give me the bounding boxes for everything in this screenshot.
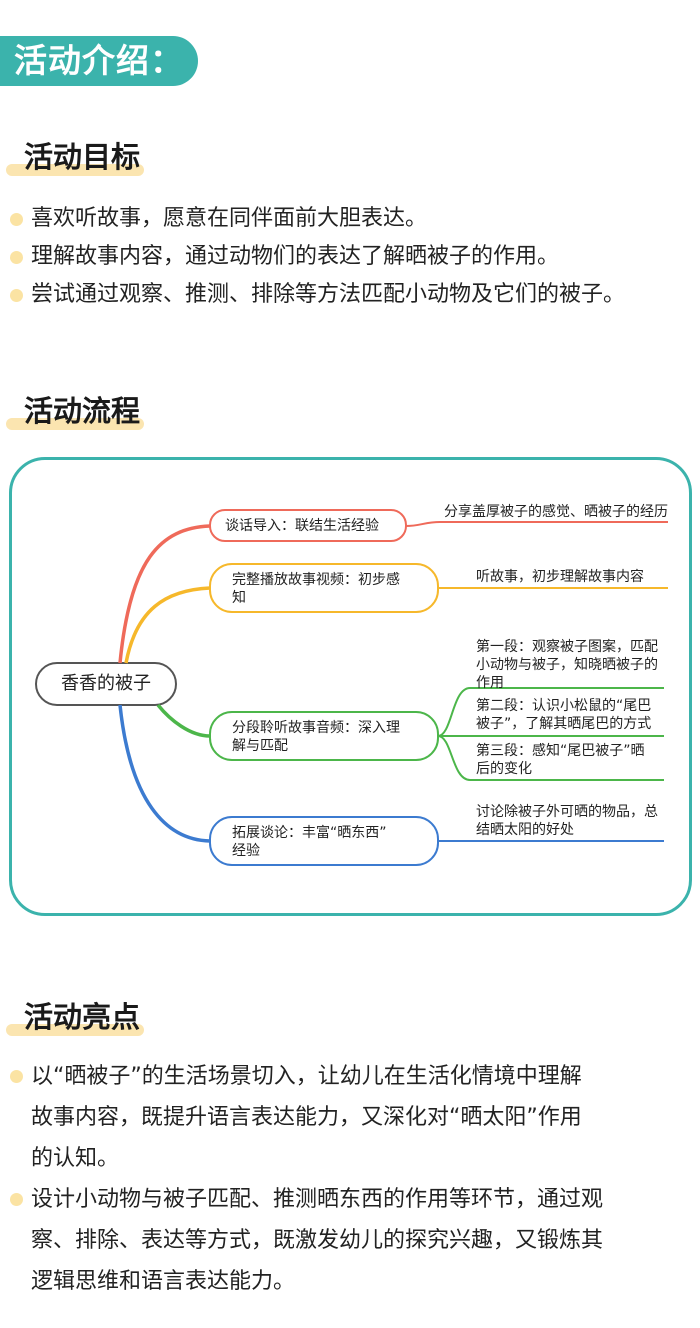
detail-line: 被子”，了解其晒尾巴的方式 bbox=[476, 716, 652, 732]
detail-line: 第二段：认识小松鼠的“尾巴 bbox=[476, 698, 652, 714]
detail-line: 后的变化 bbox=[476, 761, 532, 777]
bullet-dot-icon bbox=[10, 213, 23, 226]
detail-line: 小动物与被子，知晓晒被子的 bbox=[476, 657, 658, 673]
detail-label-4: 讨论除被子外可晒的物品，总 结晒太阳的好处 bbox=[476, 803, 658, 839]
detail-line: 分享盖厚被子的感觉、晒被子的经历 bbox=[444, 504, 668, 520]
flow-heading-text: 活动流程 bbox=[24, 394, 141, 428]
detail-line: 作用 bbox=[476, 675, 504, 691]
highlights-list: 以“晒被子”的生活场景切入，让幼儿在生活化情境中理解 故事内容，既提升语言表达能… bbox=[10, 1056, 696, 1302]
mindmap-frame bbox=[9, 457, 692, 916]
branch-line: 解与匹配 bbox=[232, 738, 288, 754]
highlights-heading-text: 活动亮点 bbox=[24, 1000, 141, 1034]
detail-line: 第三段：感知“尾巴被子”晒 bbox=[476, 743, 645, 759]
branch-label-3: 分段聆听故事音频：深入理 解与匹配 bbox=[232, 719, 400, 755]
goal-text: 喜欢听故事，愿意在同伴面前大胆表达。 bbox=[31, 206, 428, 231]
branch-connector-2 bbox=[124, 586, 211, 664]
flow-heading: 活动流程 bbox=[6, 388, 145, 430]
branch-label-4: 拓展谈论：丰富“晒东西” 经验 bbox=[232, 824, 387, 860]
detail-label-2: 听故事，初步理解故事内容 bbox=[476, 568, 644, 586]
goal-text: 尝试通过观察、推测、排除等方法匹配小动物及它们的被子。 bbox=[31, 282, 626, 307]
highlight-line: 的认知。 bbox=[31, 1146, 120, 1171]
bullet-dot-icon bbox=[10, 1193, 23, 1206]
highlight-line: 设计小动物与被子匹配、推测晒东西的作用等环节，通过观 bbox=[31, 1187, 604, 1212]
highlights-heading: 活动亮点 bbox=[6, 994, 145, 1036]
branch-connector-1 bbox=[118, 524, 211, 664]
goal-item: 理解故事内容，通过动物们的表达了解晒被子的作用。 bbox=[10, 238, 696, 276]
highlight-line: 逻辑思维和语言表达能力。 bbox=[31, 1269, 296, 1294]
highlight-line: 察、排除、表达等方式，既激发幼儿的探究兴趣，又锻炼其 bbox=[31, 1228, 604, 1253]
detail-connector-3a bbox=[437, 687, 664, 737]
banner-title: 活动介绍： bbox=[14, 41, 184, 80]
goal-text: 理解故事内容，通过动物们的表达了解晒被子的作用。 bbox=[31, 244, 560, 269]
goals-heading-text: 活动目标 bbox=[24, 140, 141, 174]
branch-line: 完整播放故事视频：初步感 bbox=[232, 572, 400, 588]
detail-label-3c: 第三段：感知“尾巴被子”晒 后的变化 bbox=[476, 742, 645, 778]
detail-connector-1 bbox=[405, 521, 668, 527]
branch-line: 知 bbox=[232, 590, 246, 606]
branch-label-2: 完整播放故事视频：初步感 知 bbox=[232, 571, 400, 607]
highlight-item: 设计小动物与被子匹配、推测晒东西的作用等环节，通过观 察、排除、表达等方式，既激… bbox=[10, 1179, 696, 1302]
highlight-item: 以“晒被子”的生活场景切入，让幼儿在生活化情境中理解 故事内容，既提升语言表达能… bbox=[10, 1056, 696, 1179]
detail-label-3b: 第二段：认识小松鼠的“尾巴 被子”，了解其晒尾巴的方式 bbox=[476, 697, 651, 733]
goals-heading: 活动目标 bbox=[6, 134, 145, 176]
bullet-dot-icon bbox=[10, 289, 23, 302]
detail-line: 讨论除被子外可晒的物品，总 bbox=[476, 804, 658, 820]
detail-line: 结晒太阳的好处 bbox=[476, 822, 574, 838]
highlight-line: 以“晒被子”的生活场景切入，让幼儿在生活化情境中理解 bbox=[31, 1064, 582, 1089]
branch-line: 经验 bbox=[232, 843, 260, 859]
goals-list: 喜欢听故事，愿意在同伴面前大胆表达。 理解故事内容，通过动物们的表达了解晒被子的… bbox=[10, 200, 696, 314]
branch-connector-3 bbox=[156, 703, 211, 738]
branch-line: 谈话导入：联结生活经验 bbox=[225, 518, 379, 534]
branch-label-1: 谈话导入：联结生活经验 bbox=[225, 517, 379, 535]
branch-line: 拓展谈论：丰富“晒东西” bbox=[232, 825, 387, 841]
branch-connector-4 bbox=[118, 704, 211, 843]
bullet-dot-icon bbox=[10, 1070, 23, 1083]
highlight-line: 故事内容，既提升语言表达能力，又深化对“晒太阳”作用 bbox=[31, 1105, 582, 1130]
goal-item: 尝试通过观察、推测、排除等方法匹配小动物及它们的被子。 bbox=[10, 276, 696, 314]
activity-intro-banner: 活动介绍： bbox=[0, 36, 198, 86]
detail-line: 听故事，初步理解故事内容 bbox=[476, 569, 644, 585]
root-node-box bbox=[35, 662, 177, 706]
detail-connector-3c bbox=[437, 735, 664, 781]
detail-label-3a: 第一段：观察被子图案，匹配 小动物与被子，知晓晒被子的 作用 bbox=[476, 638, 658, 692]
detail-label-1: 分享盖厚被子的感觉、晒被子的经历 bbox=[444, 503, 668, 521]
mindmap-root: 香香的被子 bbox=[61, 673, 151, 694]
bullet-dot-icon bbox=[10, 251, 23, 264]
branch-line: 分段聆听故事音频：深入理 bbox=[232, 720, 400, 736]
goal-item: 喜欢听故事，愿意在同伴面前大胆表达。 bbox=[10, 200, 696, 238]
detail-line: 第一段：观察被子图案，匹配 bbox=[476, 639, 658, 655]
